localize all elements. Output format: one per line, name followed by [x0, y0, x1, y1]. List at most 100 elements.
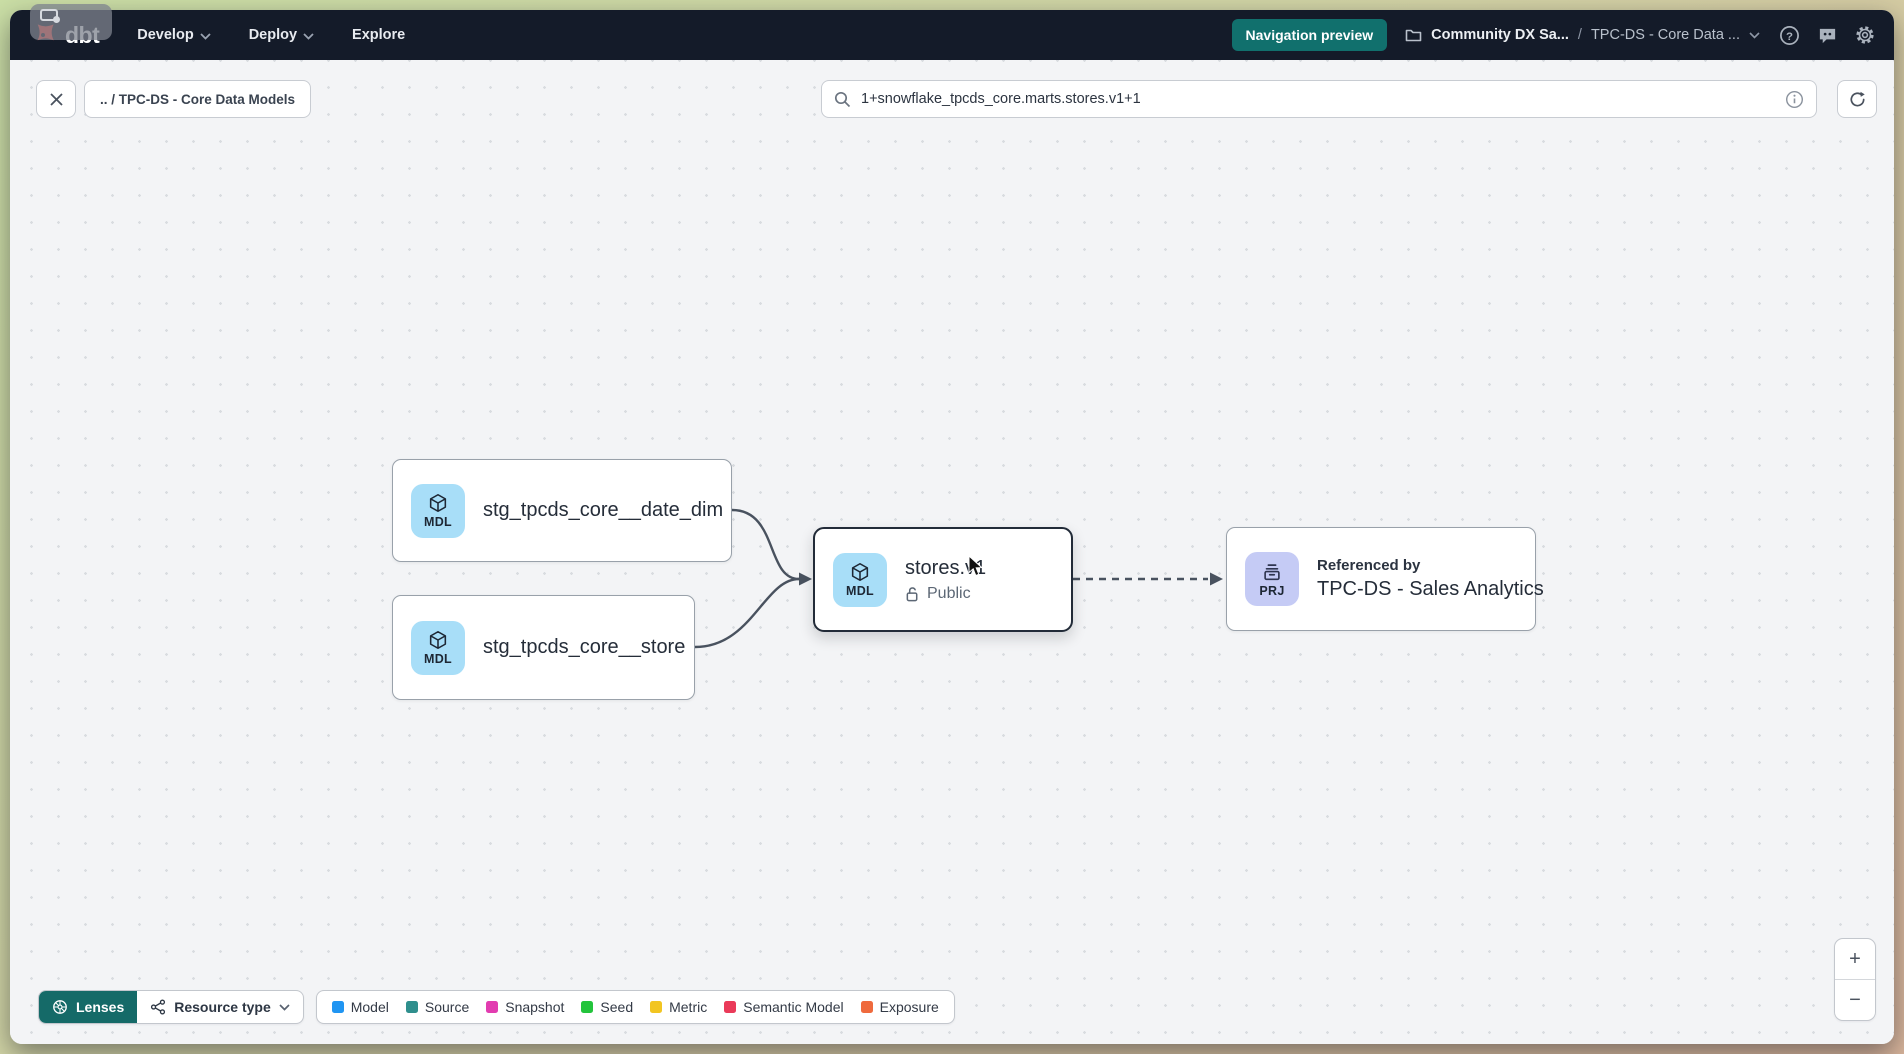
navbar-right: Navigation preview Community DX Sa... / …: [1231, 19, 1876, 51]
node-stg-tpcds-core-store[interactable]: MDL stg_tpcds_core__store: [392, 595, 695, 700]
breadcrumb: Community DX Sa... / TPC-DS - Core Data …: [1405, 27, 1760, 43]
app-window: dbt Develop Deploy Explore Navigation pr…: [10, 10, 1894, 1044]
nav-item-deploy[interactable]: Deploy: [249, 27, 314, 43]
node-visibility-label: Public: [927, 584, 971, 602]
legend-label: Semantic Model: [743, 999, 844, 1015]
folder-icon: [1405, 29, 1422, 41]
node-label: stores.v1: [905, 556, 987, 579]
zoom-in-button[interactable]: +: [1849, 947, 1861, 970]
node-label: stg_tpcds_core__date_dim: [483, 499, 724, 521]
feedback-button[interactable]: [1816, 24, 1838, 46]
legend-swatch: [581, 1001, 594, 1013]
window-icon: [40, 9, 60, 23]
zoom-controls: + −: [1834, 938, 1876, 1021]
cube-icon: [429, 630, 447, 650]
navbar-icon-group: ?: [1778, 24, 1876, 46]
chevron-down-icon: [279, 1003, 290, 1011]
legend-label: Metric: [669, 999, 708, 1015]
edge-arrowhead: [799, 572, 812, 586]
network-icon: [151, 999, 166, 1015]
feedback-icon: [1819, 28, 1835, 43]
node-text-block: Referenced by TPC-DS - Sales Analytics: [1317, 557, 1544, 601]
search-icon: [834, 91, 851, 107]
lineage-context-chip[interactable]: .. / TPC-DS - Core Data Models: [84, 80, 312, 118]
node-label: TPC-DS - Sales Analytics: [1317, 578, 1544, 600]
breadcrumb-separator: /: [1577, 27, 1582, 43]
nav-item-deploy-label: Deploy: [248, 27, 298, 43]
screen-share-indicator: [30, 4, 112, 40]
bottom-controls: Lenses Resource type: [38, 990, 955, 1024]
legend-item-semantic-model: Semantic Model: [724, 999, 844, 1015]
lineage-search: [821, 80, 1817, 118]
chevron-down-icon: [200, 32, 211, 40]
legend-swatch: [331, 1001, 344, 1013]
resource-type-label: Resource type: [174, 999, 271, 1015]
chevron-down-icon[interactable]: [1749, 31, 1760, 39]
node-visibility: Public: [905, 585, 986, 603]
legend-label: Seed: [600, 999, 634, 1015]
navigation-preview-badge[interactable]: Navigation preview: [1231, 19, 1388, 51]
lenses-icon: [53, 1000, 67, 1014]
resource-badge: MDL: [846, 584, 874, 598]
legend-item-metric: Metric: [650, 999, 707, 1015]
legend-item-seed: Seed: [581, 999, 633, 1015]
legend-label: Model: [350, 999, 389, 1015]
lenses-button[interactable]: Lenses: [39, 991, 138, 1023]
divider: [1835, 979, 1875, 980]
lineage-canvas[interactable]: .. / TPC-DS - Core Data Models: [10, 60, 1894, 1044]
cube-icon: [429, 493, 447, 513]
refresh-icon: [1849, 91, 1865, 106]
node-overline: Referenced by: [1317, 557, 1421, 574]
resource-legend: Model Source Snapshot Seed Metric: [315, 990, 955, 1024]
legend-label: Snapshot: [505, 999, 565, 1015]
info-icon[interactable]: [1785, 90, 1804, 109]
close-lineage-button[interactable]: [36, 80, 76, 118]
legend-swatch: [650, 1001, 663, 1013]
lineage-search-input[interactable]: [861, 91, 1775, 107]
nav-item-develop-label: Develop: [137, 27, 194, 43]
nav-menu: Develop Deploy Explore: [137, 27, 405, 43]
legend-swatch: [860, 1001, 873, 1013]
edge-arrowhead: [1210, 572, 1223, 586]
top-navbar: dbt Develop Deploy Explore Navigation pr…: [10, 10, 1894, 60]
legend-item-exposure: Exposure: [860, 999, 939, 1015]
legend-item-model: Model: [331, 999, 389, 1015]
legend-item-source: Source: [405, 999, 470, 1015]
legend-label: Source: [424, 999, 470, 1015]
refresh-lineage-button[interactable]: [1837, 80, 1877, 118]
node-referenced-by-project[interactable]: PRJ Referenced by TPC-DS - Sales Analyti…: [1226, 527, 1544, 631]
nav-item-explore-label: Explore: [352, 27, 406, 43]
model-resource-icon: MDL: [411, 483, 465, 538]
help-button[interactable]: ?: [1778, 24, 1800, 46]
archive-stack-icon: [1264, 563, 1280, 580]
lens-controls: Lenses Resource type: [38, 990, 304, 1024]
legend-swatch: [486, 1001, 499, 1013]
legend-label: Exposure: [879, 999, 939, 1015]
legend-swatch: [405, 1001, 418, 1013]
lock-open-icon: [906, 586, 918, 601]
chevron-down-icon: [303, 32, 314, 40]
project-resource-icon: PRJ: [1245, 552, 1299, 606]
resource-badge: MDL: [424, 515, 452, 529]
help-icon: ?: [1779, 25, 1799, 45]
lenses-label: Lenses: [76, 999, 125, 1015]
gear-icon: [1856, 26, 1874, 44]
breadcrumb-project[interactable]: TPC-DS - Core Data ...: [1590, 27, 1740, 43]
close-icon: [49, 92, 63, 106]
node-label: stg_tpcds_core__store: [483, 636, 686, 658]
svg-text:?: ?: [1786, 30, 1793, 42]
resource-type-dropdown[interactable]: Resource type: [137, 991, 302, 1023]
model-resource-icon: MDL: [411, 620, 465, 675]
zoom-out-button[interactable]: −: [1849, 988, 1861, 1011]
cube-icon: [851, 562, 869, 582]
breadcrumb-account[interactable]: Community DX Sa...: [1431, 27, 1569, 43]
node-text-block: stores.v1 Public: [905, 557, 986, 603]
nav-item-develop[interactable]: Develop: [137, 27, 211, 43]
resource-badge: PRJ: [1259, 583, 1285, 598]
settings-button[interactable]: [1854, 24, 1876, 46]
nav-item-explore[interactable]: Explore: [352, 27, 405, 43]
model-resource-icon: MDL: [833, 552, 887, 607]
node-stg-tpcds-core-date-dim[interactable]: MDL stg_tpcds_core__date_dim: [392, 459, 732, 562]
node-stores-v1[interactable]: MDL stores.v1 Public: [813, 527, 1073, 632]
legend-item-snapshot: Snapshot: [486, 999, 564, 1015]
